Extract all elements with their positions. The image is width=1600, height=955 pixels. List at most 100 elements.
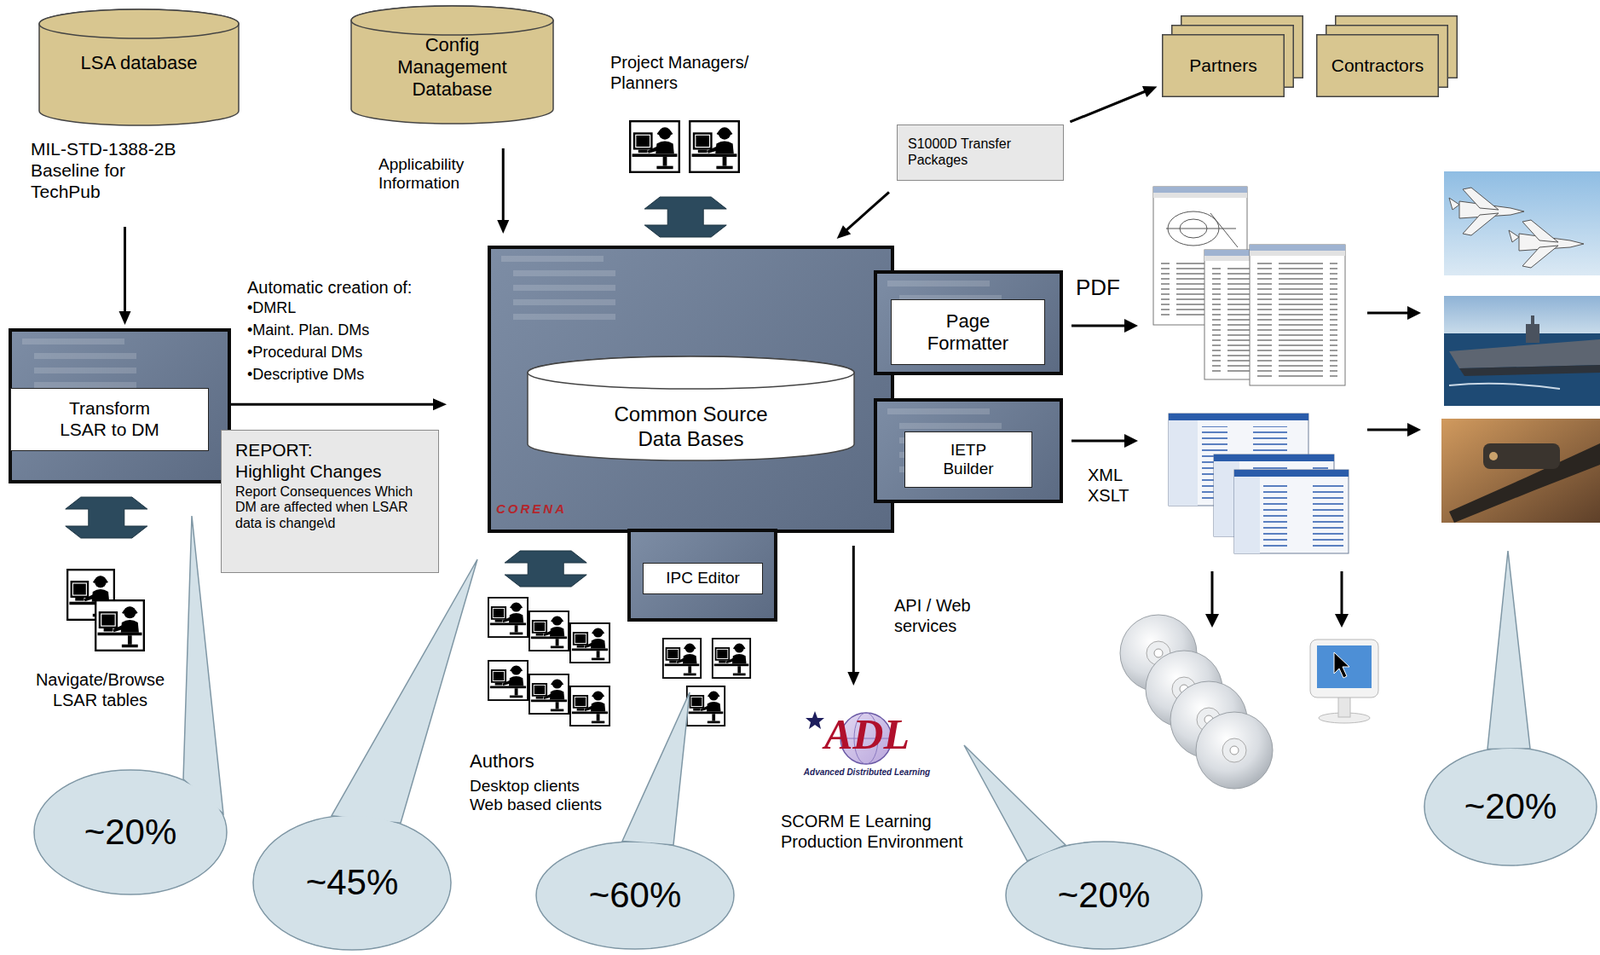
output-arrowheads xyxy=(1334,613,1349,628)
callout-number: ~60% xyxy=(589,873,682,917)
panel-tree-row xyxy=(34,352,137,359)
user-icon xyxy=(689,121,740,173)
tool-panel: Page Formatter xyxy=(873,270,1063,376)
group-label: Desktop clients Web based clients xyxy=(469,776,613,815)
system-panel: CORENA Common Source Data Bases xyxy=(487,245,895,533)
annotation-text: •Procedural DMs xyxy=(247,343,469,362)
text-holder: Desktop clients Web based clients xyxy=(469,776,613,815)
jets-photo xyxy=(1462,213,1499,236)
bubble-fill xyxy=(34,770,226,894)
group-label: Project Managers/ Planners xyxy=(610,52,761,93)
connector-arrow xyxy=(1069,86,1157,122)
bubble-fill xyxy=(537,842,734,948)
computer-monitor xyxy=(1338,694,1351,717)
group-label: Navigate/Browse LSAR tables xyxy=(17,670,184,711)
connector-arrow xyxy=(118,226,131,325)
node-text: SCORM E Learning Production Environment xyxy=(780,811,986,852)
jets-photo xyxy=(1462,187,1499,210)
cylinder-body xyxy=(351,5,554,124)
stacked-box: Contractors xyxy=(1316,34,1439,98)
double-block-arrow xyxy=(65,496,148,538)
stack-layer xyxy=(1162,34,1285,98)
panel-tree-row xyxy=(513,313,616,320)
ietp-screens xyxy=(1234,469,1349,477)
ship-photo xyxy=(1444,295,1600,406)
pdf-documents xyxy=(1153,186,1248,193)
cylinder-top xyxy=(351,5,554,35)
pdf-documents xyxy=(1166,228,1237,230)
wind-turbine-photo xyxy=(1441,418,1600,523)
text-holder: Advanced Distributed Learning xyxy=(797,767,936,778)
annotation-text: PDF xyxy=(1075,274,1136,301)
panel-tree-row xyxy=(513,299,616,306)
annotation-text: MIL-STD-1388-2B Baseline for TechPub xyxy=(30,138,189,203)
ietp-screens xyxy=(1213,454,1335,462)
edge-label: API / Web services xyxy=(894,595,1001,636)
arrow-head xyxy=(1142,86,1157,98)
node-text: S1000D Transfer Packages xyxy=(907,136,1055,169)
arrow-head xyxy=(837,225,852,239)
ipc-users xyxy=(687,686,725,726)
output-arrows xyxy=(1367,428,1410,432)
stack-layer xyxy=(1316,34,1439,98)
callout-number: ~20% xyxy=(84,810,178,854)
ipc-users xyxy=(712,638,751,678)
callout-number: ~45% xyxy=(306,860,399,904)
user-icon xyxy=(487,659,529,701)
arrow-head xyxy=(433,398,447,411)
node-text: Common Source Data Bases xyxy=(606,402,777,451)
node-text: Advanced Distributed Learning xyxy=(797,767,936,778)
text-holder: PDF xyxy=(1075,274,1136,301)
text-holder: •Procedural DMs xyxy=(247,343,469,362)
logo-text: CORENA xyxy=(496,501,599,517)
output-arrows xyxy=(1367,311,1410,315)
pdf-documents xyxy=(1257,262,1338,379)
database-cylinder: Common Source Data Bases xyxy=(526,355,855,462)
cylinder-body xyxy=(527,356,855,461)
node-text: Contractors xyxy=(1331,55,1425,77)
database-cylinder: LSA database xyxy=(38,8,240,127)
node-text: Transform LSAR to DM xyxy=(50,398,170,441)
arrow-head xyxy=(496,219,509,234)
panel-tree-row xyxy=(501,255,604,262)
white-label-box: IPC Editor xyxy=(642,562,763,595)
user-icon xyxy=(488,597,528,637)
ietp-screens xyxy=(1234,476,1260,554)
callout-number: ~20% xyxy=(1464,785,1558,828)
cylinder-top xyxy=(39,9,239,39)
text-holder: Applicability Information xyxy=(378,155,480,194)
panel-tree-row xyxy=(34,367,137,374)
white-label-box: Page Formatter xyxy=(890,299,1046,365)
jets-photo xyxy=(1444,171,1600,276)
cd-discs xyxy=(1230,745,1239,755)
node-text: Report Consequences Which DM are affecte… xyxy=(235,484,415,533)
bubble-body xyxy=(253,814,451,950)
pdf-documents xyxy=(1249,244,1346,251)
stacked-box: Partners xyxy=(1161,34,1285,98)
user-icon xyxy=(570,686,610,726)
connector-arrow xyxy=(837,191,890,239)
user-icon xyxy=(569,622,611,664)
bubble-fill xyxy=(1425,748,1596,865)
wind-turbine-photo xyxy=(1449,443,1600,523)
white-label-box: Transform LSAR to DM xyxy=(10,387,209,451)
cylinder-top xyxy=(527,356,855,389)
database-cylinder: Config Management Database xyxy=(350,5,555,125)
panel-tree-row xyxy=(513,284,616,291)
output-arrows xyxy=(1071,312,1410,617)
panel-tree-row xyxy=(22,338,125,345)
jets-photo xyxy=(1449,197,1460,210)
callout-number: ~20% xyxy=(1057,873,1151,917)
annotation-text: Automatic creation of: xyxy=(247,277,503,299)
text-holder: Authors xyxy=(469,750,632,773)
bubble-tail xyxy=(183,515,224,814)
user-icon xyxy=(487,596,529,638)
ship-photo xyxy=(1444,295,1600,334)
user-icon xyxy=(94,599,145,652)
wind-turbine-photo xyxy=(1441,418,1600,523)
ietp-screens xyxy=(1168,413,1309,421)
jets-photo xyxy=(1522,245,1559,268)
text-holder: XML XSLT xyxy=(1087,465,1139,506)
pdf-documents xyxy=(1249,250,1346,256)
callout-bubble: ~45% xyxy=(252,814,452,951)
